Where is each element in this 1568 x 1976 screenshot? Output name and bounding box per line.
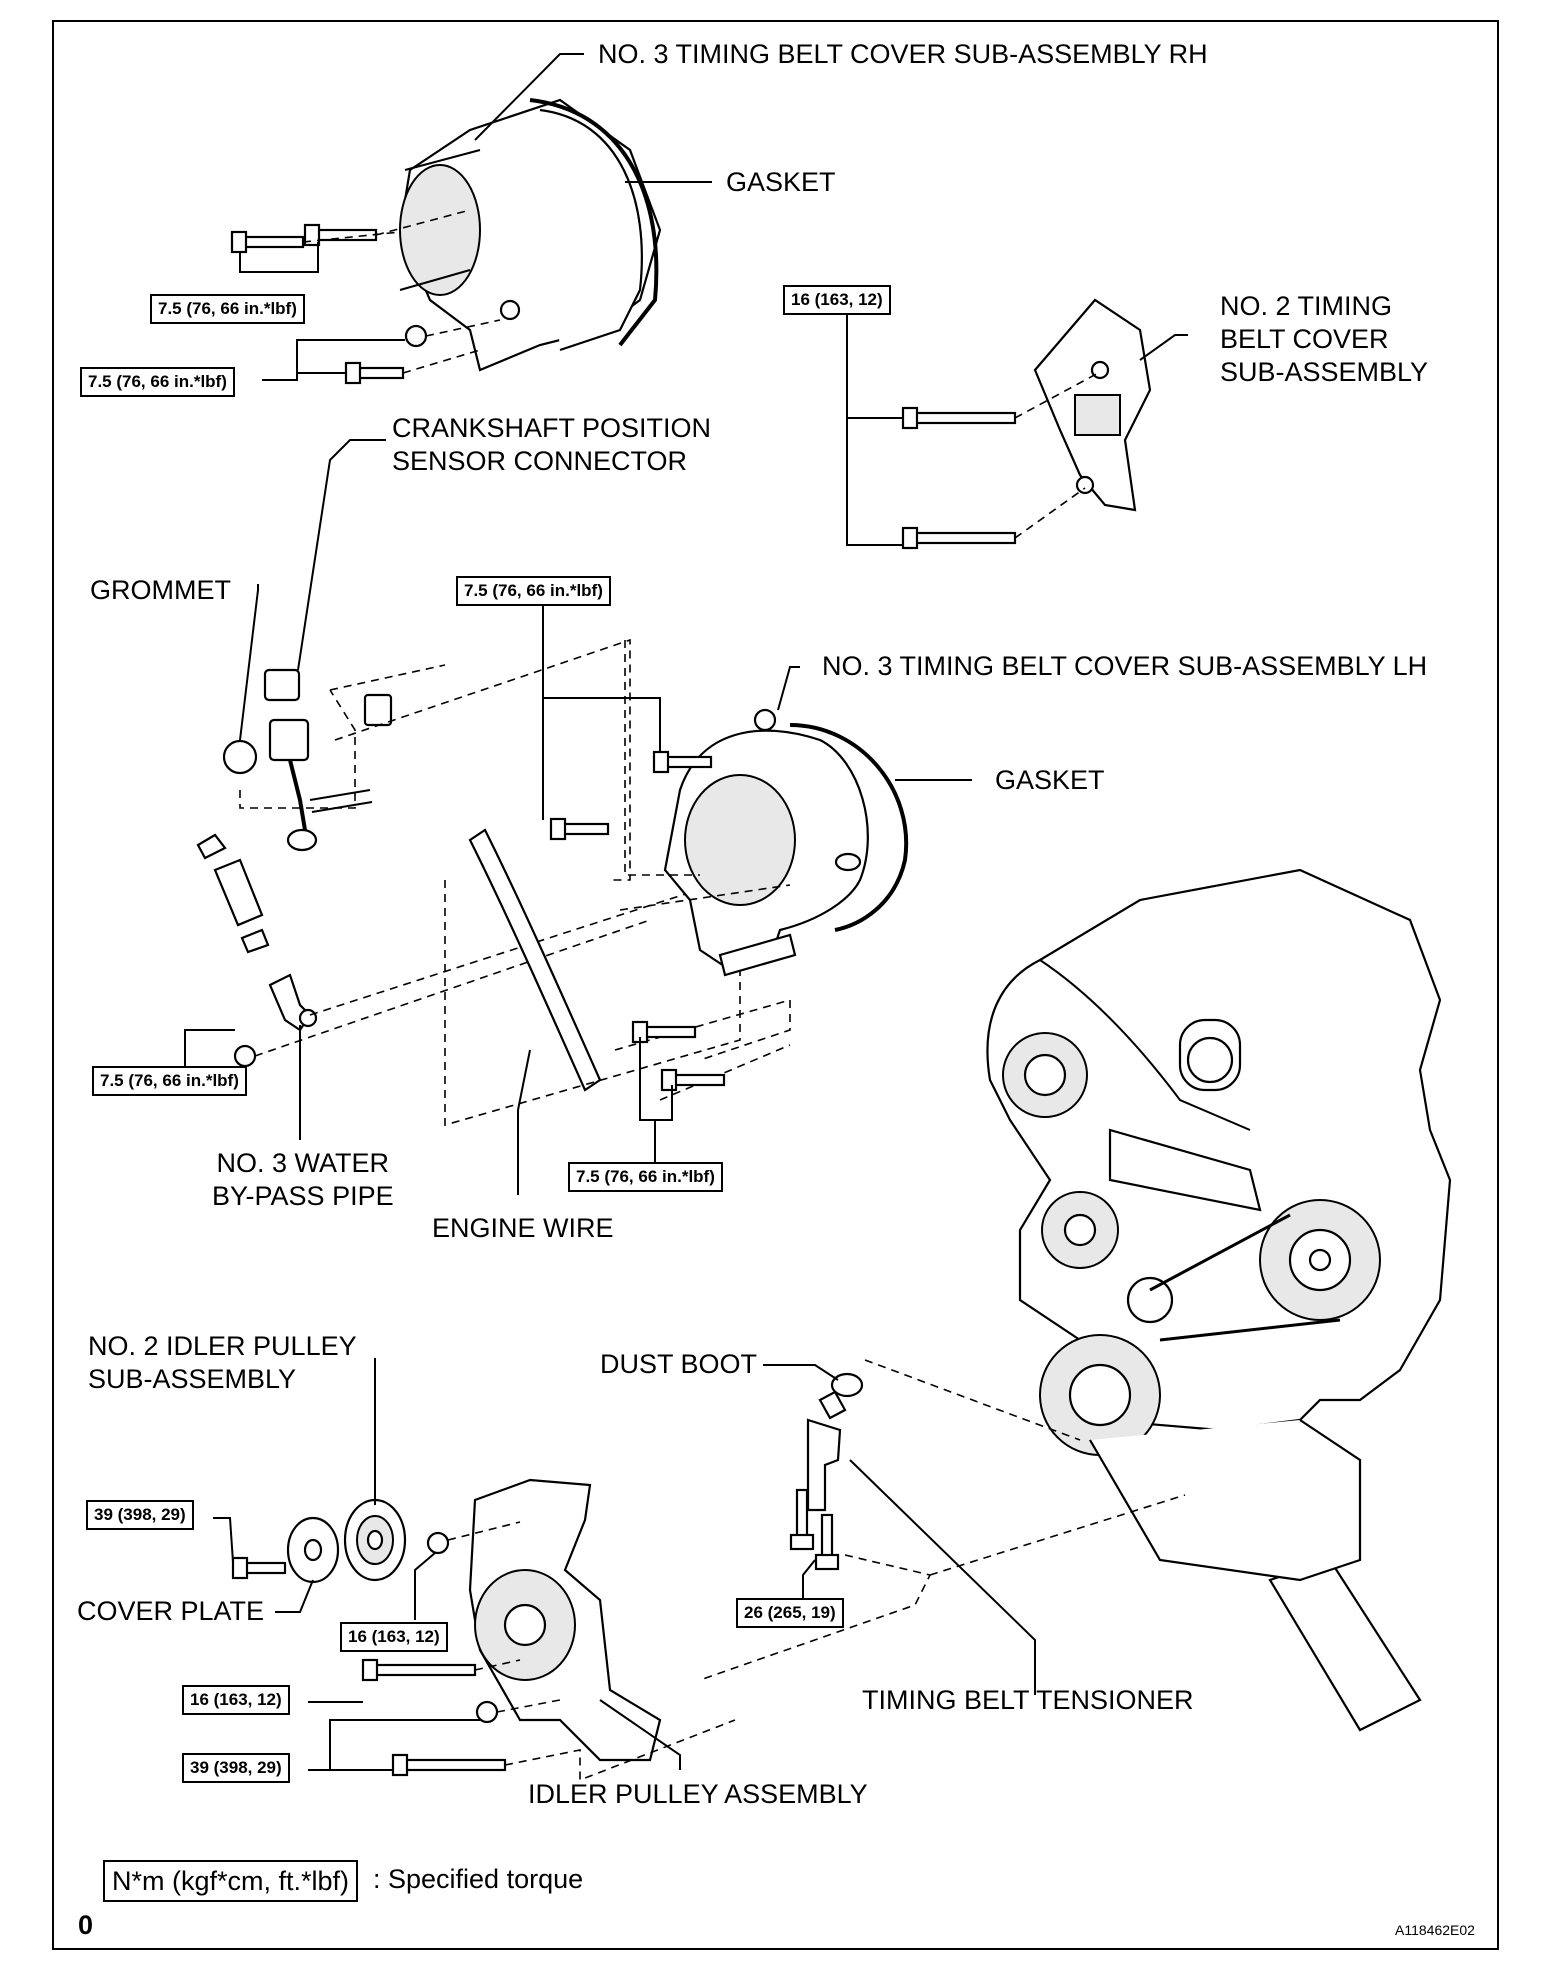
label-timing-belt-cover-no2: NO. 2 TIMING BELT COVER SUB-ASSEMBLY [1220, 291, 1429, 387]
torque-box-idler-no2-nut: 16 (163, 12) [340, 1622, 448, 1652]
torque-box-idler-assy-bolt: 16 (163, 12) [182, 1685, 290, 1715]
gasket-rh-drawing [529, 98, 659, 347]
timing-belt-cover-no2-drawing [1033, 298, 1152, 512]
label-timing-belt-cover-rh: NO. 3 TIMING BELT COVER SUB-ASSEMBLY RH [598, 39, 1208, 69]
no2-cover-bolts [901, 371, 1101, 550]
torque-box-lh-upper: 7.5 (76, 66 in.*lbf) [456, 576, 611, 606]
label-cover-plate: COVER PLATE [77, 1596, 265, 1626]
engine-wire-drawing [444, 828, 741, 1127]
water-pipe-drawing [196, 833, 318, 1068]
label-timing-belt-tensioner: TIMING BELT TENSIONER [862, 1685, 1194, 1715]
diagram-frame [52, 20, 1499, 1950]
timing-belt-cover-rh-drawing [398, 98, 662, 372]
label-dust-boot: DUST BOOT [600, 1349, 758, 1379]
page-number: 0 [78, 1910, 94, 1940]
legend-text: : Specified torque [373, 1864, 584, 1894]
rh-cover-bolts [230, 209, 501, 385]
label-gasket-rh: GASKET [726, 167, 836, 197]
label-gasket-lh: GASKET [995, 765, 1105, 795]
torque-box-cover-plate: 39 (398, 29) [86, 1500, 194, 1530]
torque-box-tensioner: 26 (265, 19) [736, 1598, 844, 1628]
leader-lines [184, 53, 1188, 1771]
label-water-by-pass-pipe: NO. 3 WATER BY-PASS PIPE [212, 1148, 394, 1211]
torque-box-rh-upper: 7.5 (76, 66 in.*lbf) [150, 294, 305, 324]
label-idler-pulley-assembly: IDLER PULLEY ASSEMBLY [528, 1779, 868, 1809]
torque-box-lh-lower: 7.5 (76, 66 in.*lbf) [568, 1162, 723, 1192]
lh-cover-bolts [549, 750, 726, 1092]
label-crankshaft-position-sensor-connector: CRANKSHAFT POSITION SENSOR CONNECTOR [392, 413, 712, 476]
legend-torque-box: N*m (kgf*cm, ft.*lbf) [103, 1860, 359, 1902]
figure-code: A118462E02 [1395, 1922, 1475, 1938]
gasket-lh-drawing [789, 723, 909, 932]
idler-pulley-drawing [231, 1478, 662, 1777]
label-idler-pulley-no2: NO. 2 IDLER PULLEY SUB-ASSEMBLY [88, 1331, 357, 1394]
label-grommet: GROMMET [90, 575, 231, 605]
label-engine-wire: ENGINE WIRE [432, 1213, 614, 1243]
label-timing-belt-cover-lh: NO. 3 TIMING BELT COVER SUB-ASSEMBLY LH [822, 651, 1428, 681]
torque-box-rh-lower: 7.5 (76, 66 in.*lbf) [80, 367, 235, 397]
tensioner-drawing [789, 1372, 864, 1571]
engine-assembly-drawing [986, 868, 1452, 1732]
torque-box-water-pipe: 7.5 (76, 66 in.*lbf) [92, 1066, 247, 1096]
crankshaft-sensor-drawing [222, 668, 393, 852]
timing-belt-cover-lh-drawing [663, 708, 869, 977]
torque-box-idler-assy-lower: 39 (398, 29) [182, 1753, 290, 1783]
torque-box-no2-cover: 16 (163, 12) [783, 285, 891, 315]
